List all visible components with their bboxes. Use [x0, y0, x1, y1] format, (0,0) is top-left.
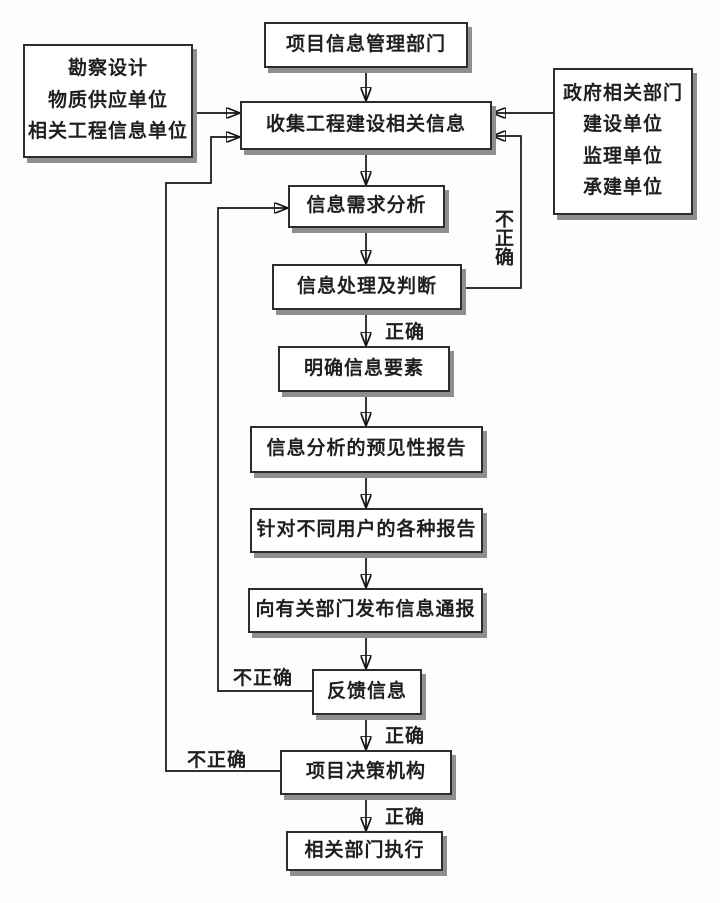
node-label: 信息需求分析 — [306, 195, 427, 217]
node-label: 针对不同用户的各种报告 — [256, 519, 477, 541]
node-line: 相关工程信息单位 — [27, 120, 188, 142]
node-line: 勘察设计 — [67, 58, 148, 80]
node-publish-bulletin: 向有关部门发布信息通报 — [248, 588, 483, 633]
node-label: 反馈信息 — [326, 680, 407, 702]
edge-label-incorrect-process-loop: 不正确 — [492, 209, 513, 266]
node-decision-body: 项目决策机构 — [280, 750, 452, 795]
node-label: 收集工程建设相关信息 — [265, 114, 466, 136]
arrow-decision-incorrect-loop-to-collect — [165, 137, 280, 772]
edge-label-incorrect-decision-loop: 不正确 — [187, 750, 248, 771]
node-forecast-report: 信息分析的预见性报告 — [250, 426, 483, 473]
edge-label-incorrect-feedback-loop: 不正确 — [233, 668, 294, 689]
edge-label-correct-decision-to-execute: 正确 — [385, 807, 426, 828]
node-line: 建设单位 — [582, 114, 663, 136]
node-line: 监理单位 — [582, 145, 663, 167]
node-label: 向有关部门发布信息通报 — [255, 599, 476, 621]
arrow-process-incorrect-loop-to-collect — [462, 136, 522, 289]
node-line: 承建单位 — [582, 177, 663, 199]
node-user-reports: 针对不同用户的各种报告 — [250, 508, 483, 553]
node-collect-info: 收集工程建设相关信息 — [240, 101, 492, 150]
node-demand-analysis: 信息需求分析 — [288, 185, 445, 228]
arrow-feedback-incorrect-loop-to-demand — [217, 208, 312, 692]
node-project-info-dept: 项目信息管理部门 — [264, 22, 468, 68]
edge-label-correct-process-to-clarify: 正确 — [385, 322, 426, 343]
node-label: 相关部门执行 — [304, 839, 425, 861]
node-label: 项目决策机构 — [305, 761, 426, 783]
edge-label-correct-feedback-to-decision: 正确 — [385, 726, 426, 747]
node-gov-sources: 政府相关部门 建设单位 监理单位 承建单位 — [553, 68, 693, 215]
node-process-judge: 信息处理及判断 — [272, 264, 462, 310]
node-feedback-info: 反馈信息 — [312, 669, 422, 715]
node-line: 政府相关部门 — [562, 82, 683, 104]
node-label: 明确信息要素 — [303, 357, 424, 379]
node-label: 信息处理及判断 — [296, 275, 437, 297]
node-label: 信息分析的预见性报告 — [266, 438, 467, 460]
node-dept-execute: 相关部门执行 — [286, 831, 443, 871]
node-survey-sources: 勘察设计 物质供应单位 相关工程信息单位 — [23, 44, 193, 158]
node-label: 项目信息管理部门 — [285, 33, 446, 55]
node-line: 物质供应单位 — [47, 89, 168, 111]
node-clarify-elements: 明确信息要素 — [278, 346, 450, 392]
